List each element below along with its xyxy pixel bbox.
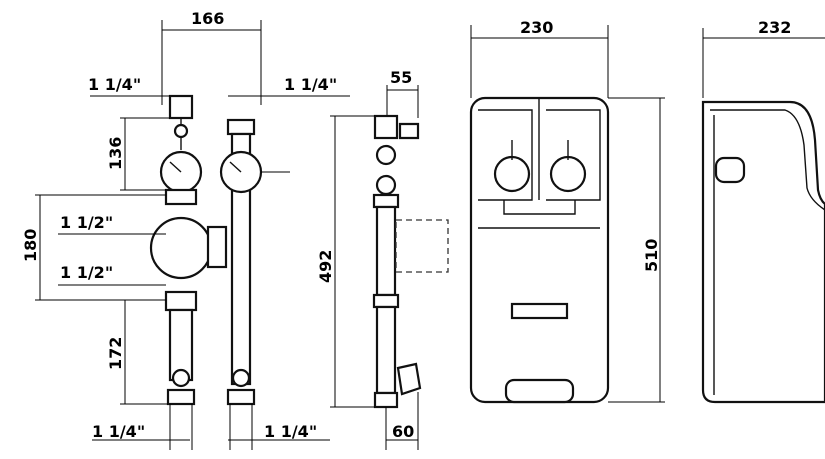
insulation-cover-side: 232 — [701, 18, 825, 404]
side-union-bottom — [372, 293, 400, 309]
dim-166-label: 166 — [191, 9, 224, 28]
gauge-needle — [169, 161, 182, 173]
pump-union-bottom — [164, 290, 198, 312]
cover-label-slot — [510, 302, 569, 320]
pipe-top-right-label: 1 1/4" — [284, 75, 337, 94]
dim-172-label: 172 — [106, 337, 125, 370]
cover-right-panel — [546, 109, 601, 201]
dim-492-label: 492 — [316, 250, 335, 283]
side-lower-pipe — [375, 305, 397, 395]
side-union-top — [372, 193, 400, 209]
side-drain-valve — [396, 362, 422, 396]
side-valve-handle — [398, 122, 420, 140]
side-bottom-connector — [373, 391, 399, 409]
side-top-connector — [373, 114, 399, 140]
pump-union-top — [164, 188, 198, 206]
pump-out-label: 1 1/2" — [60, 263, 113, 282]
dim-136-label: 136 — [106, 137, 125, 170]
return-pipe — [219, 118, 290, 406]
side-valve-icon — [375, 174, 397, 196]
cover-bottom-handle — [504, 378, 575, 404]
dim-230-label: 230 — [520, 18, 553, 37]
side-gauge-icon — [375, 144, 397, 166]
cover-side-bump — [714, 156, 746, 184]
return-top-connector — [226, 118, 256, 136]
return-bottom-connector — [226, 388, 256, 406]
bottom-valve-icon — [171, 368, 191, 388]
pump-motor-box — [206, 225, 228, 269]
dim-180-label: 180 — [21, 229, 40, 262]
cover-side-outline — [701, 100, 825, 404]
pump-in-label: 1 1/2" — [60, 213, 113, 232]
top-connector — [168, 94, 194, 120]
dim-510-label: 510 — [642, 239, 661, 272]
side-pump-body — [375, 205, 397, 297]
front-view-station: 166 1 1/4" — [21, 9, 350, 450]
cover-left-panel — [478, 109, 533, 201]
dim-55-label: 55 — [390, 68, 412, 87]
gauge-needle — [229, 161, 242, 173]
supply-pipe — [149, 94, 228, 406]
circulation-pump-icon — [149, 216, 213, 280]
bottom-connector — [166, 388, 196, 406]
cover-notch — [503, 200, 576, 215]
dim-60-label: 60 — [392, 422, 414, 441]
side-pump-motor-outline — [395, 219, 449, 273]
pipe-bottom-left-label: 1 1/4" — [92, 422, 145, 441]
cover-right-gauge-icon — [549, 155, 587, 193]
pipe-top-left-label: 1 1/4" — [88, 75, 141, 94]
ball-valve-icon — [173, 123, 189, 139]
cover-left-gauge-icon — [493, 155, 531, 193]
dim-232-label: 232 — [758, 18, 791, 37]
side-view-station: 55 492 60 — [316, 68, 449, 450]
return-bottom-valve-icon — [231, 368, 251, 388]
cover-side-inner-contour — [710, 109, 825, 211]
insulation-cover-front: 230 510 — [469, 18, 665, 404]
pipe-bottom-right-label: 1 1/4" — [264, 422, 317, 441]
